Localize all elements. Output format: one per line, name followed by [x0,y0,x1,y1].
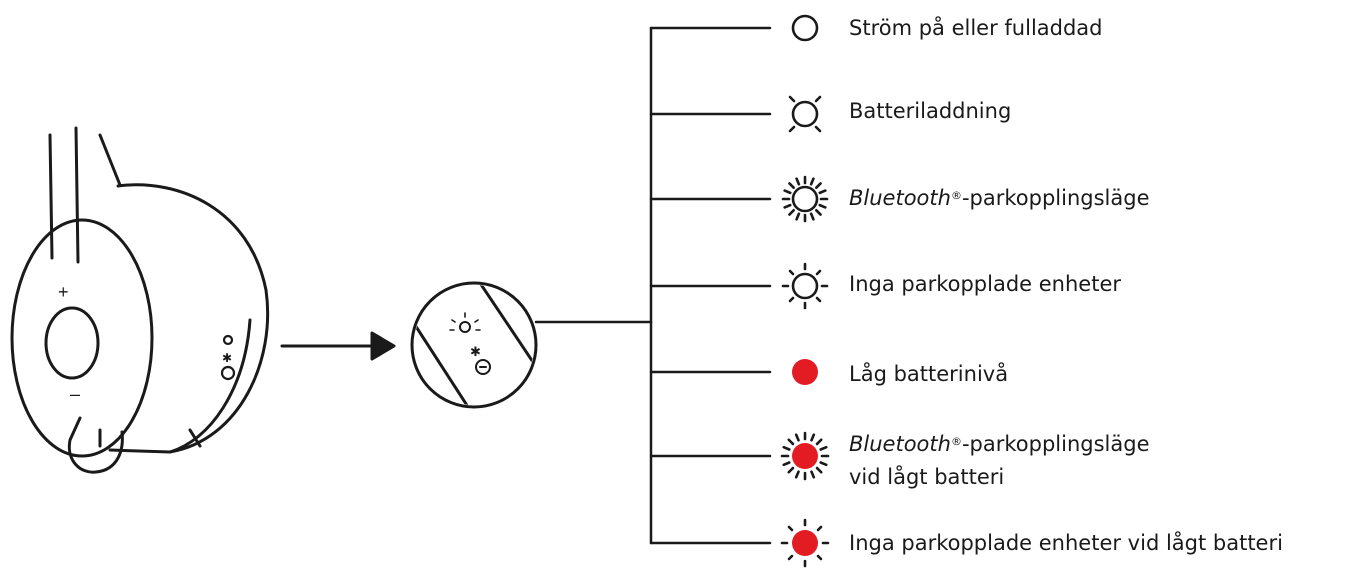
led-ray [782,461,791,467]
led-ray [809,177,815,186]
led-ray [787,466,795,474]
legend-label-power-on: Ström på eller fulladdad [849,16,1103,40]
led-ray [819,445,828,451]
legend-label-no-paired-low: Inga parkopplade enheter vid lågt batter… [849,531,1283,555]
center-button [44,306,100,380]
zoom-power-icon [475,359,491,375]
slow-pulse-white-icon [788,95,822,133]
power-button-small [220,365,236,381]
led-ray [815,438,823,446]
legend-label-low-battery: Låg batterinivå [849,362,1009,386]
led-ray [818,203,827,209]
led-ray [788,182,795,189]
led-ray [794,433,800,442]
slow-blink-white-icon [781,262,829,310]
led-ray [782,445,791,451]
led-ray [818,189,827,195]
bluetooth-word: Bluetooth [849,186,951,210]
legend-label-pairing-low-rest: -parkopplingsläge [961,432,1150,456]
led-ray [819,461,828,467]
fast-blink-white-icon [781,175,829,223]
led-ray [788,209,795,216]
legend-label-pairing-low-line2: vid lågt batteri [849,465,1005,489]
zoom-detail-circle: ✱ [410,281,538,409]
mic-boom [67,416,124,474]
fast-blink-red-icon [780,431,830,481]
registered-mark: ® [950,189,962,202]
volume-minus-label: – [70,384,80,404]
led-ray [795,177,801,186]
bluetooth-icon-small: ✱ [222,351,232,365]
led-ray [815,466,823,474]
solid-white-icon [791,14,819,42]
led-ray [815,182,822,189]
ear-cup-shell [108,183,270,454]
solid-red-icon [792,359,818,385]
arrow [280,331,396,361]
led-ray [815,209,822,216]
headset-illustration: + – ✱ [10,126,270,474]
legend-label-charging: Batteriladdning [849,99,1012,123]
volume-plus-label: + [58,282,69,302]
led-ray [810,433,816,442]
legend-label-pairing-low: Bluetooth®-parkopplingsläge [849,429,1150,459]
led-ray [810,470,816,479]
zoom-bluetooth-icon: ✱ [470,345,481,360]
ear-cup-face [10,218,154,458]
led-ray [794,470,800,479]
led-ray [809,212,815,221]
registered-mark: ® [950,435,962,448]
headband-inner [74,126,80,264]
headband [48,133,54,260]
led-ray [795,212,801,221]
zoom-led-icon [459,321,471,333]
led-ray [783,203,792,209]
bluetooth-word: Bluetooth [849,432,951,456]
led-indicator-small [222,334,234,346]
led-ray [787,438,795,446]
slow-blink-red-icon [780,518,830,568]
connector-tree [534,26,772,545]
legend-label-pairing-rest: -parkopplingsläge [961,186,1150,210]
legend-label-pairing: Bluetooth®-parkopplingsläge [849,183,1150,213]
legend-label-no-paired: Inga parkopplade enheter [849,272,1122,296]
led-ray [783,189,792,195]
